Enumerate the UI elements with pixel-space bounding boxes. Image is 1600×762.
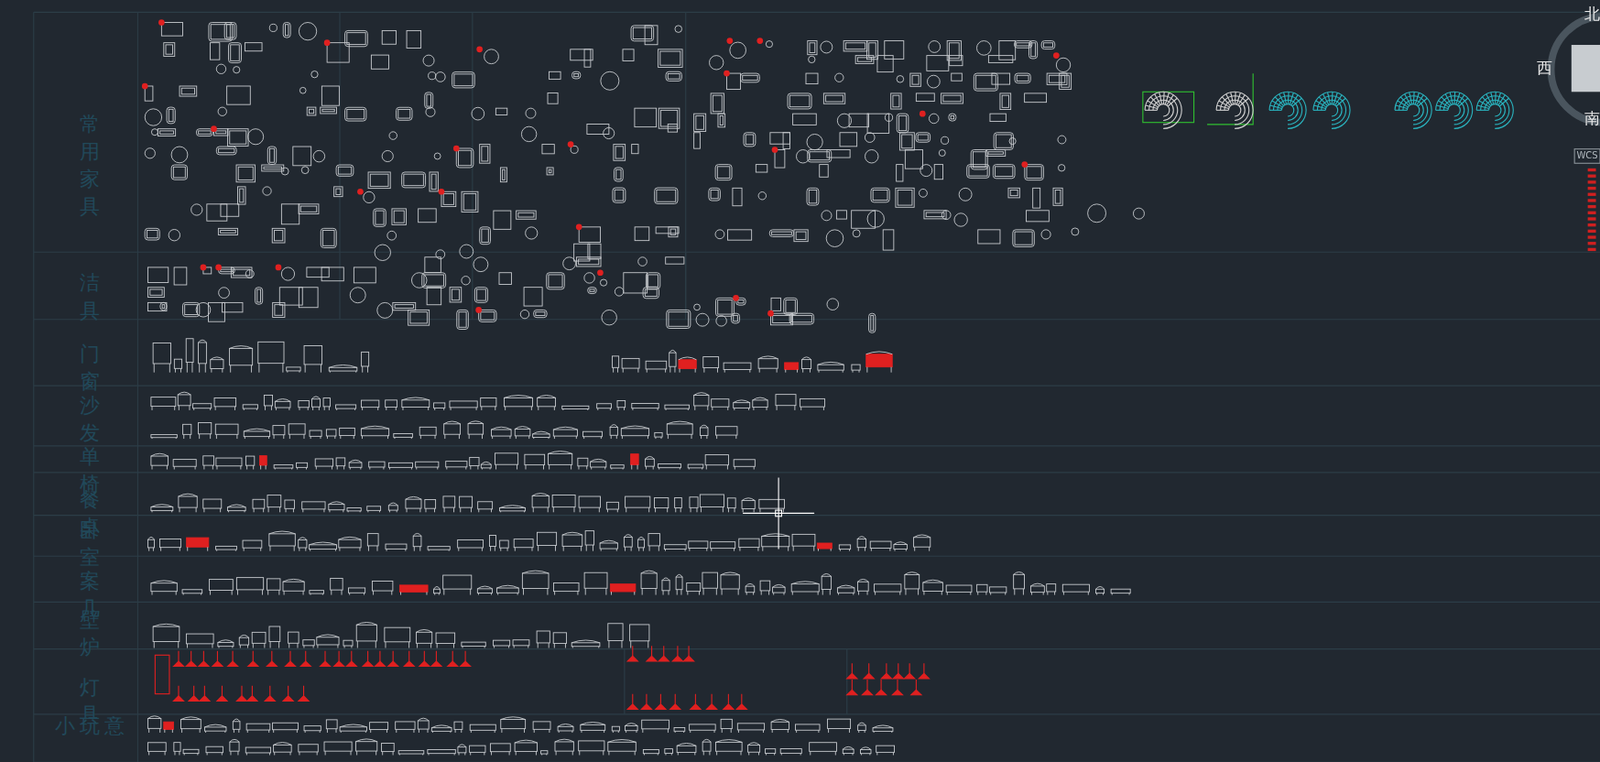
category-label: 沙发 [43, 391, 136, 447]
lamp-blocks [154, 645, 929, 709]
category-label: 小玩意 [38, 712, 141, 741]
category-label: 常用家具 [43, 109, 136, 220]
compass-direction: 西 [1532, 58, 1557, 80]
compass-direction: 北 [1579, 3, 1600, 25]
category-label: 洁具 [43, 269, 136, 325]
table-grid [33, 11, 1600, 762]
category-label: 卧室 [43, 516, 136, 572]
stair-blocks [1142, 73, 1513, 129]
furniture-blocks [141, 19, 1145, 755]
category-label: 门窗 [43, 340, 136, 396]
crosshair-cursor [742, 477, 815, 549]
ucs-label: WCS [1574, 149, 1600, 163]
view-cube [1551, 16, 1600, 251]
compass-direction: 南 [1579, 108, 1600, 130]
category-label: 壁炉 [43, 606, 136, 662]
